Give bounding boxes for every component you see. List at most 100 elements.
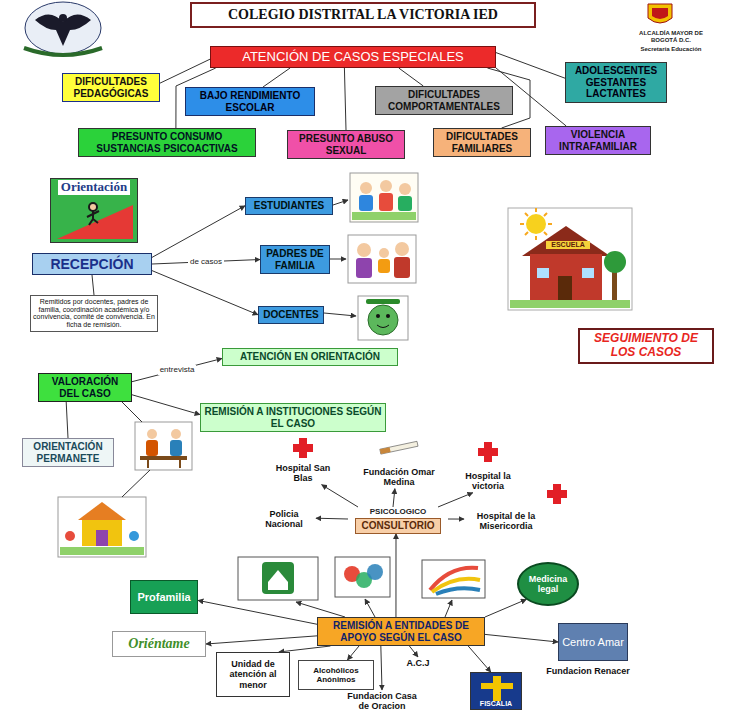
node-text: DIFICULTADES COMPORTAMENTALES [379, 89, 509, 112]
picture-box: Orientación [50, 178, 138, 243]
interview-picture [140, 456, 187, 460]
institution-text: Hospital la victoria [450, 470, 526, 493]
parents-picture [356, 258, 372, 278]
node-text: Profamilia [134, 591, 194, 604]
node-text: DIFICULTADES FAMILIARES [437, 131, 527, 154]
node-text: ATENCIÓN DE CASOS ESPECIALES [214, 50, 492, 65]
agency-logo [268, 570, 288, 590]
parents-picture [378, 259, 390, 273]
cigarette-icon [380, 447, 391, 454]
connector [132, 359, 222, 382]
node-text: Fundacion Casa de Oracion [344, 691, 420, 712]
node-text: ESTUDIANTES [249, 200, 329, 212]
node-text: VALORACIÓN DEL CASO [42, 376, 128, 399]
parents-picture [379, 248, 389, 258]
connector [160, 59, 210, 83]
agency-logo: FISCALIA [470, 672, 522, 710]
agency-text: A.C.J [398, 657, 438, 669]
category-box: DIFICULTADES COMPORTAMENTALES [375, 86, 513, 115]
connector-part [66, 53, 566, 690]
leader-arrow [122, 402, 142, 422]
hospital-cross [478, 442, 498, 462]
node-text: ORIENTACIÓN PERMANETE [26, 441, 110, 464]
heading-box: ATENCIÓN DE CASOS ESPECIALES [210, 46, 496, 68]
students-picture [350, 173, 418, 222]
connector [344, 68, 346, 130]
agency-logo: Oriéntame [112, 631, 206, 657]
health-logo [335, 557, 390, 597]
school-picture [582, 268, 594, 278]
logo-caption: Secretaría Educación [640, 46, 702, 53]
leader-arrow [122, 200, 452, 617]
connector [393, 489, 395, 507]
interview-picture [135, 422, 192, 470]
node-text: CONSULTORIO [355, 518, 442, 534]
leader-arrow [365, 599, 375, 617]
process-box: ORIENTACIÓN PERMANETE [22, 438, 114, 467]
school-crest [24, 48, 102, 55]
connector [322, 485, 358, 507]
category-box: DIFICULTADES FAMILIARES [433, 128, 531, 157]
teacher-picture [358, 296, 408, 340]
leader-arrow [333, 200, 348, 205]
connector [152, 206, 245, 258]
institution-text: Hospital de la Misericordia [464, 510, 548, 533]
node-text: DIFICULTADES PEDAGÓGICAS [66, 76, 156, 99]
interview-picture [146, 440, 158, 456]
parents-picture [395, 242, 409, 256]
edge-label: de casos [188, 257, 224, 267]
interview-picture [170, 440, 182, 456]
hospital-cross [293, 438, 567, 504]
connector [198, 600, 317, 624]
category-box: PRESUNTO ABUSO SEXUAL [287, 130, 405, 159]
agency-logo: Centro Amar [558, 623, 628, 661]
agency-logo: Unidad de atención al menor [216, 652, 290, 697]
school-crest [24, 2, 102, 55]
node-text: Hospital San Blas [273, 463, 333, 484]
logo-art [87, 211, 99, 225]
school-picture [508, 208, 632, 310]
leader-arrow [296, 602, 345, 617]
parents-picture [348, 235, 416, 283]
children-picture [58, 497, 146, 557]
process-box: RECEPCIÓN [32, 253, 152, 275]
node-text: Remitidos por docentes, padres de famili… [33, 298, 155, 329]
node-text: VIOLENCIA INTRAFAMILIAR [549, 129, 647, 152]
interview-picture [148, 460, 180, 468]
parents-picture [348, 235, 416, 283]
connector [468, 646, 491, 672]
process-box: SEGUIMIENTO DE LOS CASOS [578, 328, 714, 364]
school-picture [612, 268, 617, 302]
children-picture [58, 497, 146, 557]
school-crest [35, 14, 91, 46]
category-box: BAJO RENDIMIENTO ESCOLAR [185, 87, 315, 116]
children-picture [96, 530, 108, 546]
node-text: BAJO RENDIMIENTO ESCOLAR [189, 90, 311, 113]
leader-arrow [330, 259, 346, 260]
node-text: Hospital de la Misericordia [465, 511, 547, 532]
institution-text: Fundación Omar Medina [358, 466, 440, 489]
school-crest [59, 14, 67, 22]
color-logo [422, 560, 485, 598]
parents-picture [394, 257, 410, 278]
node-text: Hospital la victoria [451, 471, 525, 492]
connector [496, 53, 565, 79]
children-picture [78, 502, 126, 520]
node-text: Policia Nacional [253, 509, 315, 530]
node-text: PRESUNTO ABUSO SEXUAL [291, 133, 401, 156]
node-text: Centro Amar [562, 636, 624, 649]
cigarette-icon [380, 441, 418, 454]
logo-art [481, 676, 513, 701]
agency-logo [238, 557, 318, 600]
teacher-picture [358, 296, 408, 340]
students-picture [352, 212, 416, 220]
process-box: REMISIÓN A ENTIDADES DE APOYO SEGÚN EL C… [317, 617, 485, 646]
leader-arrow [445, 600, 452, 617]
sign-text: ESCUELA [546, 241, 590, 249]
connector [316, 518, 348, 520]
logo-art [89, 203, 97, 211]
node-text: Orientación [58, 180, 130, 195]
students-picture [379, 193, 393, 211]
students-picture [398, 196, 412, 211]
category-box: ADOLESCENTES GESTANTES LACTANTES [565, 62, 667, 103]
